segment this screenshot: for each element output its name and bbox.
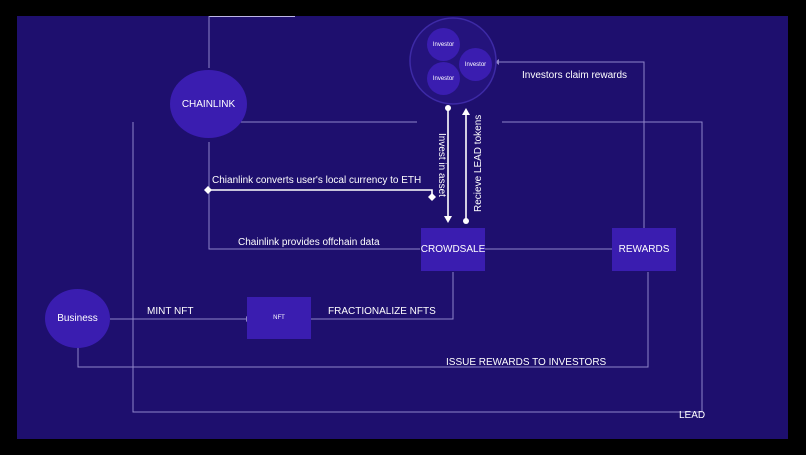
claim-rewards-line	[499, 61, 645, 244]
crowdsale-label: CROWDSALE	[420, 244, 486, 255]
claim-arrow-head	[495, 59, 499, 65]
converts-start-diamond	[204, 186, 212, 194]
investor-label: Investor	[432, 41, 455, 48]
rewards-label: REWARDS	[618, 244, 670, 255]
diagram-canvas: CHAINLINK Business NFT CROWDSALE REWARDS…	[17, 16, 788, 439]
receive-arrow-head	[462, 108, 470, 115]
investor-label: Investor	[432, 75, 455, 82]
investor-node: Investor	[427, 28, 460, 61]
converts-end-diamond	[428, 193, 436, 201]
business-label: Business	[57, 313, 98, 324]
converts-currency-line	[208, 189, 433, 197]
mint-nft-label: MINT NFT	[147, 306, 194, 317]
nft-node: NFT	[247, 297, 311, 339]
issue-rewards-label: ISSUE REWARDS TO INVESTORS	[446, 357, 607, 368]
fractionalize-label: FRACTIONALIZE NFTS	[328, 306, 436, 317]
invest-arrow-start	[445, 105, 451, 111]
lead-label: LEAD	[679, 410, 706, 421]
invest-arrow-head	[444, 216, 452, 223]
business-node: Business	[45, 289, 110, 348]
claim-rewards-label: Investors claim rewards	[522, 70, 628, 81]
converts-currency-label: Chianlink converts user's local currency…	[212, 175, 422, 186]
investor-node: Investor	[459, 48, 492, 81]
investor-node: Investor	[427, 62, 460, 95]
offchain-data-label: Chainlink provides offchain data	[238, 237, 380, 248]
investor-label: Investor	[464, 61, 487, 68]
invest-label: Invest in asset	[436, 133, 447, 197]
receive-label: Recieve LEAD tokens	[473, 114, 484, 212]
issue-rewards-line	[77, 272, 649, 368]
nft-label: NFT	[273, 315, 285, 321]
rewards-node: REWARDS	[612, 228, 676, 271]
fractionalize-line	[311, 272, 454, 320]
lead-loop-line	[132, 121, 703, 413]
receive-arrow-start	[463, 218, 469, 224]
chainlink-node: CHAINLINK	[170, 70, 247, 138]
chainlink-label: CHAINLINK	[181, 98, 236, 110]
crowdsale-node: CROWDSALE	[421, 228, 485, 271]
offchain-data-line	[208, 142, 420, 250]
